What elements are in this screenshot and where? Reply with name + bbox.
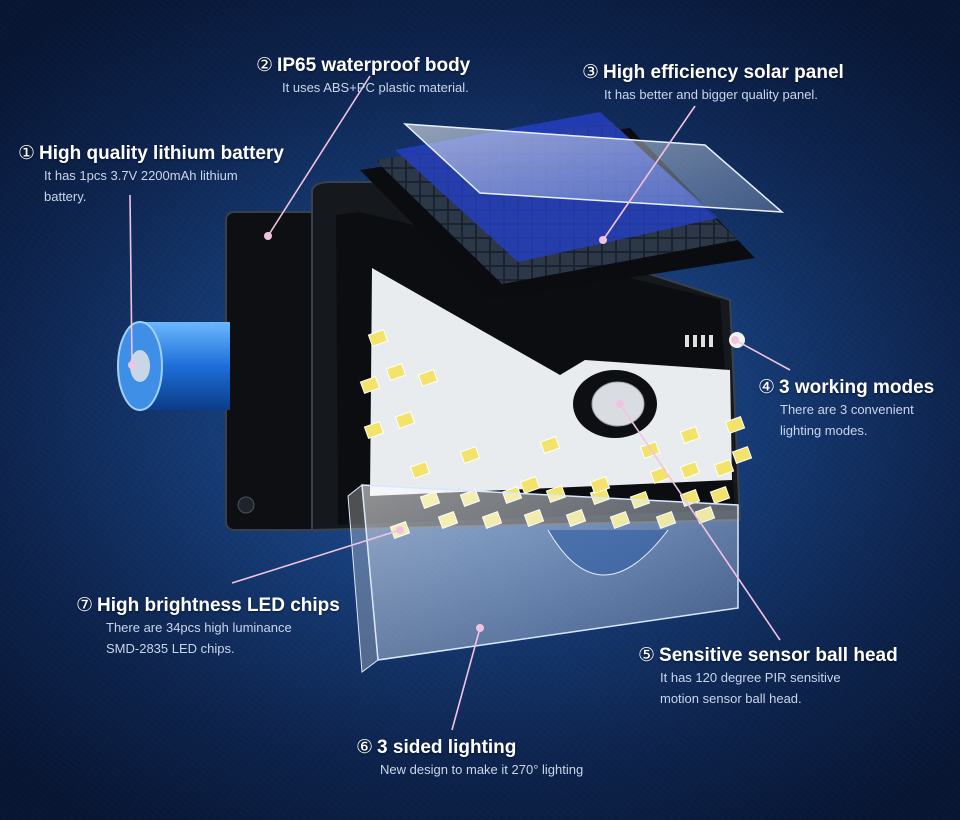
led-chip: [363, 420, 385, 440]
led-chip: [709, 485, 731, 505]
feature-number: ⑥: [356, 737, 374, 758]
callout-lines: [129, 75, 791, 731]
feature-title-text: IP65 waterproof body: [277, 55, 471, 76]
led-chip: [359, 375, 381, 395]
feature-description: It uses ABS+PC plastic material.: [282, 80, 469, 95]
led-chip: [519, 475, 541, 495]
led-chip: [394, 410, 416, 430]
led-chip: [679, 460, 701, 480]
led-chip: [409, 460, 431, 480]
feature-number: ⑦: [76, 595, 94, 616]
led-chip: [713, 458, 735, 478]
feature-number: ①: [18, 143, 36, 164]
solar-panel: [360, 112, 785, 300]
led-chip: [417, 368, 439, 388]
feature-number: ③: [582, 62, 600, 83]
led-chip: [385, 362, 407, 382]
led-chip: [724, 415, 746, 435]
feature-number: ④: [758, 377, 776, 398]
feature-description: It has 1pcs 3.7V 2200mAh lithium battery…: [44, 168, 238, 204]
feature-number: ②: [256, 55, 274, 76]
feature-description: There are 34pcs high luminance SMD-2835 …: [106, 620, 292, 656]
feature-title-text: High brightness LED chips: [97, 595, 340, 616]
led-chip: [589, 475, 611, 495]
feature-title-text: High efficiency solar panel: [603, 62, 844, 83]
led-chip: [731, 445, 753, 465]
three-sided-lens: [347, 484, 739, 673]
feature-title-text: 3 working modes: [779, 377, 935, 398]
feature-description: New design to make it 270° lighting: [380, 762, 584, 777]
feature-description: It has 120 degree PIR sensitive motion s…: [660, 670, 841, 706]
feature-title-text: Sensitive sensor ball head: [659, 645, 898, 666]
feature-description: There are 3 convenient lighting modes.: [780, 402, 914, 438]
feature-description: It has better and bigger quality panel.: [604, 87, 818, 102]
led-chip: [459, 445, 481, 465]
led-chip: [679, 425, 701, 445]
led-chip: [539, 435, 561, 455]
feature-title-text: 3 sided lighting: [377, 737, 517, 758]
lithium-battery: [117, 321, 230, 411]
feature-title-text: High quality lithium battery: [39, 143, 284, 164]
led-chip: [367, 328, 389, 348]
callout-dots: [128, 232, 739, 632]
feature-number: ⑤: [638, 645, 656, 666]
